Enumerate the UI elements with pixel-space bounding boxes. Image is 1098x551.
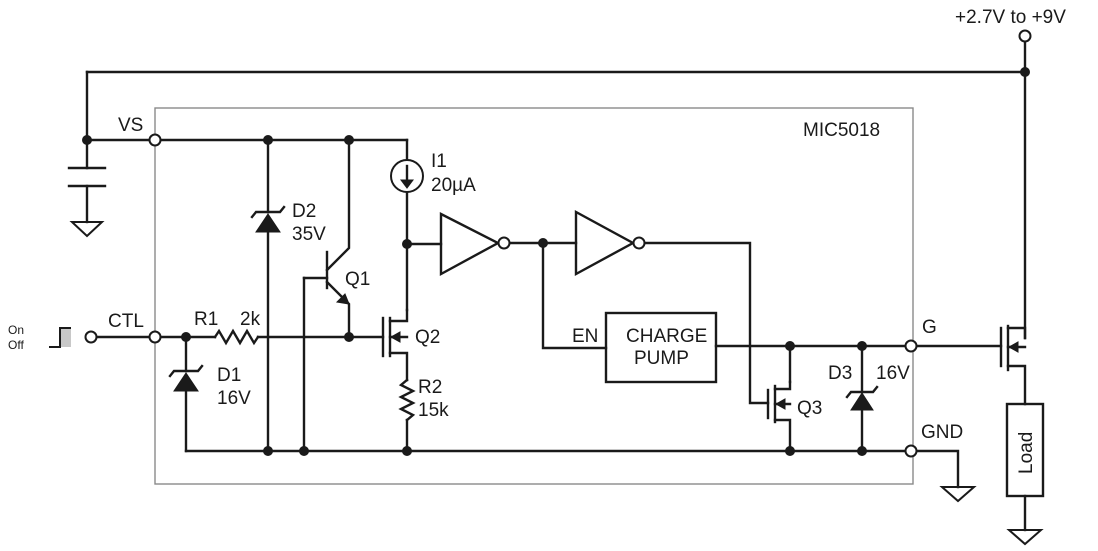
q2-body-arrow [389,331,401,343]
r2-value: 15k [418,400,449,421]
ground-symbol-load [1006,529,1044,546]
d3-zener-diode [845,385,879,411]
d1-value: 16V [217,388,251,409]
q1-name: Q1 [345,269,370,290]
d1-name: D1 [217,365,241,386]
ctl-pin-label: CTL [108,311,144,332]
d2-value: 35V [292,224,326,245]
inverter-2 [574,209,646,277]
r2-resistor [398,378,416,422]
r1-value: 2k [240,309,261,330]
ground-symbol-gnd [939,486,977,503]
charge-pump-line2: PUMP [634,348,689,369]
i1-value: 20µA [431,175,476,196]
g-pin-label: G [922,317,937,338]
q3-name: Q3 [797,398,822,419]
inverter-1 [439,212,511,277]
on-off-input [49,327,98,348]
chip-name: MIC5018 [803,120,880,141]
gnd-pin [904,444,918,458]
ctl-pin [148,330,162,344]
ground-symbol-cap [69,221,105,238]
i1-name: I1 [431,151,447,172]
d1-zener-diode [168,364,204,392]
bypass-capacitor [67,166,107,188]
on-label: On [8,323,24,337]
off-label: Off [8,338,24,352]
d2-zener-diode [250,205,286,233]
q2-name: Q2 [415,327,440,348]
r2-name: R2 [418,377,442,398]
wires [85,40,1027,532]
d3-value: 16V [876,363,910,384]
q3-body-arrow [774,398,786,410]
charge-pump-line1: CHARGE [626,326,707,347]
charge-pump-block [604,311,718,384]
charge-pump-en: EN [572,326,598,347]
load-block [1005,402,1045,498]
d2-name: D2 [292,201,316,222]
g-pin [904,339,918,353]
gnd-pin-label: GND [921,422,963,443]
output-mosfet-arrow [1007,341,1019,353]
vs-pin-label: VS [118,115,143,136]
vs-pin [148,133,162,147]
supply-terminal [1018,29,1032,43]
r1-name: R1 [194,309,218,330]
q1-emitter-arrow [335,293,350,305]
junction-dots [82,67,1030,456]
d3-name: D3 [828,363,852,384]
r1-resistor [213,328,260,346]
supply-label: +2.7V to +9V [955,7,1066,28]
ic-outline [154,107,914,485]
i1-current-source [390,159,424,193]
load-label: Load [1016,432,1037,474]
